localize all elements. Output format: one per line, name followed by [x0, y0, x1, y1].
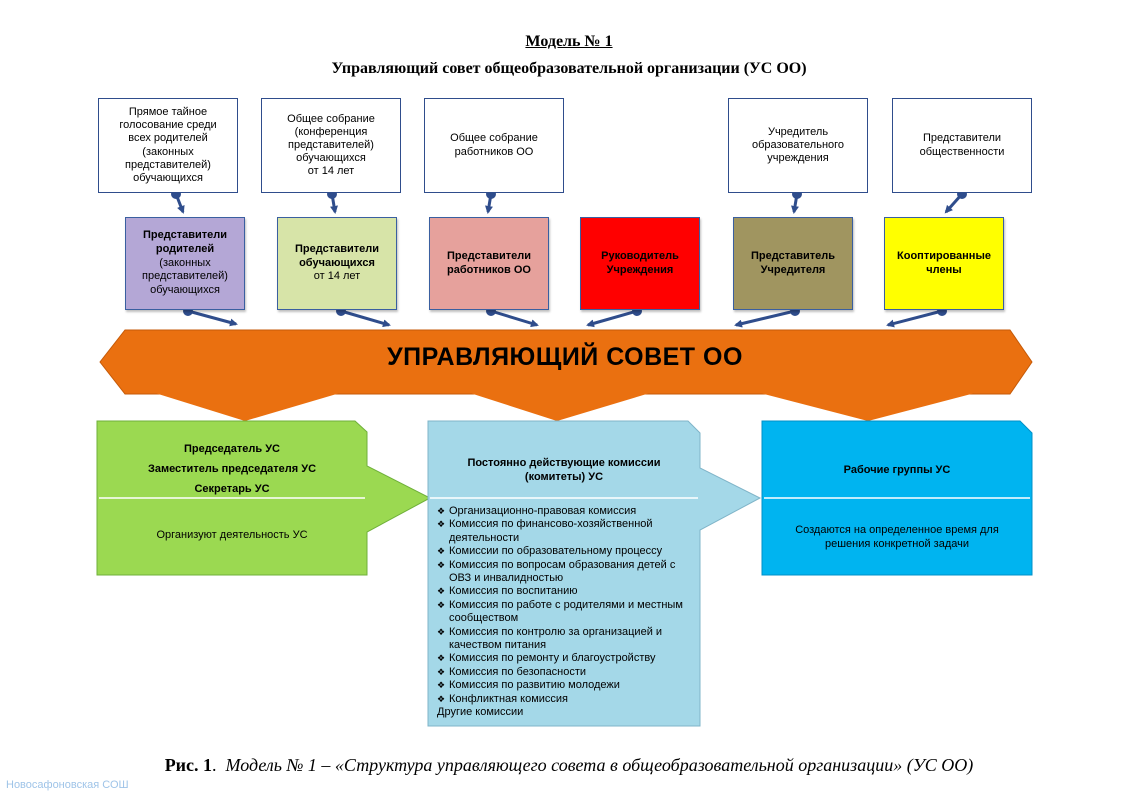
commission-item: Комиссия по развитию молодежи	[437, 679, 697, 692]
rep-box-founder: Представитель Учредителя	[733, 217, 853, 310]
figure-caption: Рис. 1. Модель № 1 – «Структура управляю…	[164, 755, 974, 775]
rep-box-coopted: Кооптированные члены	[884, 217, 1004, 310]
officers-description: Организуют деятельность УС	[156, 529, 308, 541]
rep-title-parents: Представители родителей	[143, 229, 227, 255]
commission-item: Комиссия по воспитанию	[437, 585, 697, 598]
rep-connector-4	[586, 309, 638, 328]
officer-chair: Председатель УС	[183, 443, 280, 455]
working-groups-title: Рабочие группы УС	[843, 464, 951, 476]
model-title: Модель № 1	[525, 33, 613, 50]
rep-box-staff: Представители работников ОО	[429, 217, 549, 310]
commission-item: Комиссии по образовательному процессу	[437, 545, 697, 558]
rep-sub-students: от 14 лет	[313, 270, 361, 283]
rep-sub-parents: (законных представителей) обучающихся	[142, 256, 228, 297]
commission-item: Комиссия по безопасности	[437, 666, 697, 679]
rep-connector-6	[886, 309, 943, 328]
commission-item: Конфликтная комиссия	[437, 693, 697, 706]
commission-item: Организационно-правовая комиссия	[437, 505, 697, 518]
rep-title-coopted: Кооптированные члены	[897, 249, 991, 276]
officers-shape	[96, 420, 432, 576]
commission-item: Комиссия по вопросам образования детей с…	[437, 559, 697, 586]
rep-connector-3	[490, 309, 539, 328]
rep-box-head: Руководитель Учреждения	[580, 217, 700, 310]
diagram-subtitle: Управляющий совет общеобразовательной ор…	[331, 60, 807, 77]
council-title: УПРАВЛЯЮЩИЙ СОВЕТ ОО	[387, 343, 743, 371]
watermark: Новосафоновская СОШ	[6, 779, 129, 791]
rep-title-staff: Представители работников ОО	[447, 249, 531, 276]
source-box-public: Представители общественности	[892, 98, 1032, 193]
source-connectors	[171, 189, 967, 214]
commission-item: Комиссия по финансово-хозяйственной деят…	[437, 518, 697, 545]
commission-other: Другие комиссии	[437, 706, 524, 719]
figure-caption-text: Модель № 1 – «Структура управляющего сов…	[225, 755, 974, 775]
rep-title-students: Представители обучающихся	[295, 242, 379, 269]
commission-item: Комиссия по работе с родителями и местны…	[437, 599, 697, 626]
rep-connector-1	[187, 309, 238, 327]
source-box-staff-assembly: Общее собрание работников ОО	[424, 98, 564, 193]
rep-title-founder: Представитель Учредителя	[751, 249, 835, 276]
rep-title-head: Руководитель Учреждения	[601, 249, 679, 276]
officer-secretary: Секретарь УС	[194, 483, 270, 495]
working-groups-description: Создаются на определенное время для реше…	[795, 524, 999, 551]
council-banner	[99, 329, 1033, 421]
commission-list: Организационно-правовая комиссия Комисси…	[437, 505, 697, 720]
source-box-founder: Учредитель образовательного учреждения	[728, 98, 868, 193]
rep-connector-2	[340, 309, 391, 328]
rep-connectors	[183, 306, 947, 328]
officer-deputy: Заместитель председателя УС	[147, 463, 317, 475]
source-box-students-assembly: Общее собрание (конференция представител…	[261, 98, 401, 193]
commission-item: Комиссия по ремонту и благоустройству	[437, 652, 697, 665]
figure-number: Рис. 1	[164, 755, 213, 775]
commissions-title: Постоянно действующие комиссии (комитеты…	[467, 457, 661, 484]
rep-connector-5	[734, 309, 796, 328]
source-box-parents-vote: Прямое тайное голосование среди всех род…	[98, 98, 238, 193]
working-groups-shape	[761, 420, 1033, 576]
commission-item: Комиссия по контролю за организацией и к…	[437, 626, 697, 653]
rep-box-parents: Представители родителей(законных предста…	[125, 217, 245, 310]
